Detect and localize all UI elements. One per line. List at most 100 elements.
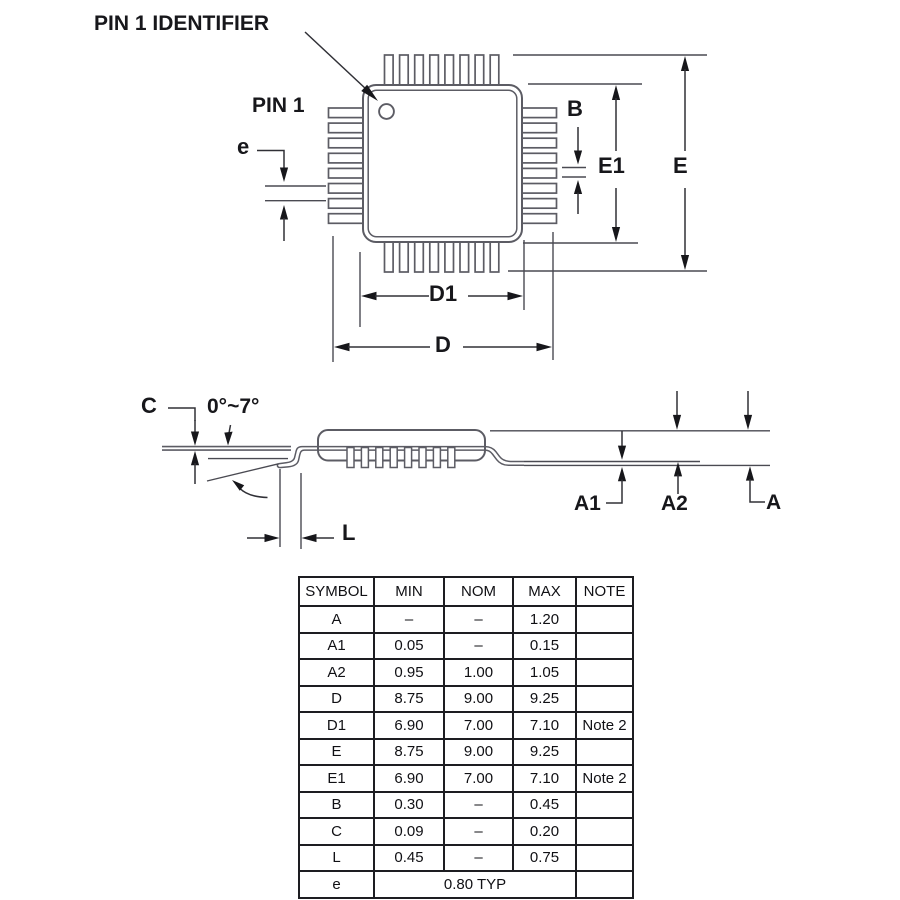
pin [444, 240, 455, 273]
col-header-max: MAX [512, 576, 577, 607]
dim-a1-standoff [606, 431, 627, 504]
col-header-min: MIN [373, 576, 445, 607]
dim-label-d1: D1 [429, 281, 458, 306]
dim-d1-body-length [359, 240, 525, 327]
table-row: A2 0.95 1.00 1.05 [298, 658, 634, 687]
dim-l-foot-length [247, 469, 334, 549]
pin [520, 137, 558, 149]
pin [428, 54, 440, 87]
cell-max: 1.05 [512, 658, 577, 687]
table-row: D 8.75 9.00 9.25 [298, 684, 634, 713]
cell-min: 0.95 [373, 658, 445, 687]
lead-profile [432, 446, 442, 469]
col-header-note: NOTE [575, 576, 634, 607]
table-row: A – – 1.20 [298, 605, 634, 634]
dim-label-b: B [567, 96, 583, 121]
dim-label-angle: 0°~7° [207, 395, 260, 418]
cell-note [575, 817, 634, 846]
dim-b-lead-width [562, 127, 586, 214]
pin [428, 240, 440, 273]
pin [474, 240, 485, 273]
lead-profile [346, 446, 355, 469]
cell-note [575, 843, 634, 872]
cell-note [575, 870, 634, 899]
cell-min: 0.05 [373, 631, 445, 660]
table-row: E1 6.90 7.00 7.10 Note 2 [298, 764, 634, 793]
cell-note [575, 631, 634, 660]
cell-symbol: A [298, 605, 375, 634]
pin [489, 240, 500, 273]
cell-max: 1.20 [512, 605, 577, 634]
cell-pitch-value: 0.80 TYP [373, 870, 577, 899]
cell-min: 6.90 [373, 764, 445, 793]
dim-label-d: D [435, 332, 451, 357]
cell-max: 0.45 [512, 790, 577, 819]
cell-min: – [373, 605, 445, 634]
pin [520, 107, 558, 119]
pin [459, 54, 470, 87]
cell-min: 0.30 [373, 790, 445, 819]
side-body-outline [317, 429, 486, 462]
cell-max: 7.10 [512, 764, 577, 793]
pin [520, 182, 558, 194]
dim-a-overall-height [743, 391, 765, 503]
cell-symbol: L [298, 843, 375, 872]
table-row: L 0.45 – 0.75 [298, 843, 634, 872]
cell-symbol: E1 [298, 764, 375, 793]
cell-nom: – [443, 605, 514, 634]
table-row: C 0.09 – 0.20 [298, 817, 634, 846]
cell-max: 0.15 [512, 631, 577, 660]
pin [520, 152, 558, 164]
cell-note [575, 658, 634, 687]
table-row: D1 6.90 7.00 7.10 Note 2 [298, 711, 634, 740]
cell-symbol: D1 [298, 711, 375, 740]
table-header-row: SYMBOL MIN NOM MAX NOTE [298, 576, 634, 607]
pin [327, 167, 365, 179]
pin [444, 54, 455, 87]
pin [327, 107, 365, 119]
cell-nom: – [443, 817, 514, 846]
col-header-symbol: SYMBOL [298, 576, 375, 607]
cell-symbol: A1 [298, 631, 375, 660]
package-body-inner-outline [367, 89, 518, 238]
left-pins [327, 107, 365, 225]
pin [327, 212, 365, 225]
pin1-identifier-arrow [304, 31, 378, 101]
cell-note: Note 2 [575, 711, 634, 740]
pin [520, 197, 558, 210]
lead-profile [389, 446, 398, 469]
cell-note [575, 790, 634, 819]
side-lead-profiles [346, 446, 456, 469]
side-view [162, 429, 770, 482]
package-body-outline [362, 84, 523, 243]
cell-symbol: B [298, 790, 375, 819]
pin [520, 212, 558, 225]
cell-nom: 9.00 [443, 684, 514, 713]
pin1-identifier-dot [378, 103, 395, 120]
dim-d-overall-length [332, 232, 554, 362]
dim-label-a: A [766, 491, 782, 514]
cell-max: 7.10 [512, 711, 577, 740]
cell-min: 6.90 [373, 711, 445, 740]
cell-max: 0.20 [512, 817, 577, 846]
cell-nom: 1.00 [443, 658, 514, 687]
cell-symbol: A2 [298, 658, 375, 687]
pin [383, 54, 394, 87]
dim-e-pitch [257, 149, 326, 241]
pin [459, 240, 470, 273]
cell-max: 9.25 [512, 737, 577, 766]
bottom-pins [383, 240, 500, 273]
pin [413, 54, 425, 87]
cell-min: 0.09 [373, 817, 445, 846]
dim-label-e1: E1 [598, 153, 625, 178]
lead-profile [403, 446, 413, 469]
dim-label-c: C [141, 393, 157, 418]
lead-profile [360, 446, 370, 469]
pin [489, 54, 500, 87]
col-header-nom: NOM [443, 576, 514, 607]
pin1-identifier-label: PIN 1 IDENTIFIER [94, 12, 270, 35]
dim-label-a2: A2 [661, 492, 688, 515]
table-row-pitch: e 0.80 TYP [298, 870, 634, 899]
